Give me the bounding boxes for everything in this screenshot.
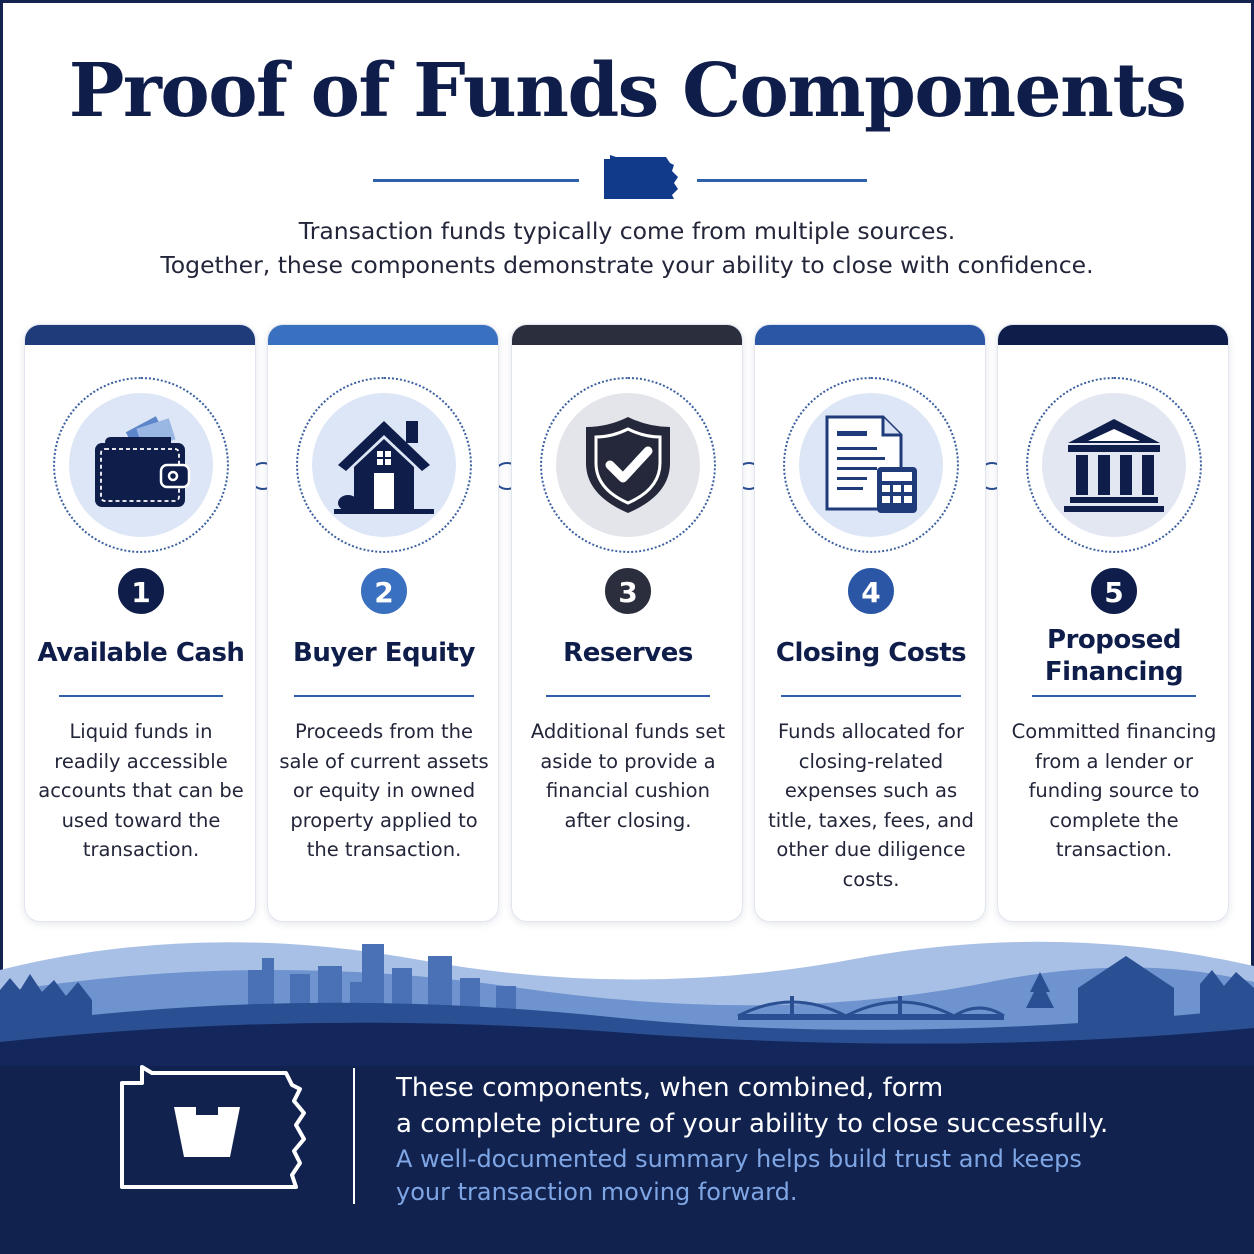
component-title-line: Closing Costs — [775, 638, 967, 668]
title-divider-right — [697, 179, 867, 182]
footer-statement: These components, when combined, form a … — [396, 1070, 1216, 1142]
icon-disc — [312, 393, 456, 537]
component-title-line: Buyer Equity — [293, 638, 475, 668]
house-icon — [334, 421, 434, 514]
card-accent-bar — [998, 325, 1228, 345]
title-underline — [294, 695, 474, 697]
title-underline — [781, 695, 961, 697]
title-underline — [1032, 695, 1196, 697]
footer-divider — [353, 1068, 355, 1204]
step-number-badge: 2 — [359, 566, 409, 616]
component-card-proposed-financing: 5 Proposed Financing Committed financing… — [997, 324, 1229, 922]
component-card-available-cash: 1 Available Cash Liquid funds in readily… — [24, 324, 256, 922]
wallet-icon — [95, 416, 191, 507]
component-description: Funds allocated for closing-related expe… — [768, 720, 974, 891]
icon-disc — [799, 393, 943, 537]
page-title: Proof of Funds Components — [68, 48, 1187, 134]
bank-icon — [1064, 419, 1164, 512]
icon-disc — [556, 393, 700, 537]
title-underline — [59, 695, 223, 697]
icon-disc — [1042, 393, 1186, 537]
icon-disc — [69, 393, 213, 537]
title-underline — [546, 695, 710, 697]
component-description: Liquid funds in readily accessible accou… — [38, 720, 244, 861]
title-divider-left — [373, 179, 579, 182]
icon-ring — [53, 377, 229, 553]
component-title: Available Cash — [31, 637, 251, 669]
landscape-skyline-illustration — [0, 941, 1254, 1254]
intro-line: Together, these components demonstrate y… — [160, 251, 1094, 279]
footer-statement-line: These components, when combined, form — [396, 1073, 944, 1103]
footer-subtext-line: your transaction moving forward. — [396, 1178, 798, 1206]
component-card-reserves: 3 Reserves Additional funds set aside to… — [511, 324, 743, 922]
step-number-badge: 4 — [846, 566, 896, 616]
intro-line: Transaction funds typically come from mu… — [298, 217, 956, 245]
footer-subtext: A well-documented summary helps build tr… — [396, 1143, 1216, 1209]
component-card-closing-costs: 4 Closing Costs Funds allocated for clos… — [754, 324, 986, 922]
component-title: Buyer Equity — [274, 637, 494, 669]
component-title-line: Reserves — [563, 638, 693, 668]
document-calculator-icon — [825, 415, 917, 513]
footer-subtext-line: A well-documented summary helps build tr… — [396, 1145, 1082, 1173]
icon-ring — [1026, 377, 1202, 553]
card-accent-bar — [512, 325, 742, 345]
component-title: Reserves — [518, 637, 738, 669]
card-accent-bar — [755, 325, 985, 345]
component-title: Closing Costs — [761, 637, 981, 669]
component-title-line: Financing — [1044, 657, 1184, 687]
shield-check-icon — [586, 417, 670, 513]
component-title-line: Available Cash — [37, 638, 245, 668]
pennsylvania-keystone-icon — [120, 1065, 306, 1189]
card-accent-bar — [268, 325, 498, 345]
step-number-badge: 1 — [116, 566, 166, 616]
icon-ring — [540, 377, 716, 553]
component-description: Additional funds set aside to provide a … — [530, 720, 726, 832]
pennsylvania-state-icon — [604, 155, 678, 199]
footer-statement-line: a complete picture of your ability to cl… — [396, 1109, 1109, 1139]
card-accent-bar — [25, 325, 255, 345]
component-description: Committed financing from a lender or fun… — [1011, 720, 1217, 861]
step-number-badge: 5 — [1089, 566, 1139, 616]
step-number-badge: 3 — [603, 566, 653, 616]
component-title: Proposed Financing — [1004, 624, 1224, 688]
component-card-buyer-equity: 2 Buyer Equity Proceeds from the sale of… — [267, 324, 499, 922]
icon-ring — [783, 377, 959, 553]
intro-text: Transaction funds typically come from mu… — [0, 214, 1254, 282]
component-title-line: Proposed — [1047, 625, 1181, 655]
component-description: Proceeds from the sale of current assets… — [279, 720, 489, 861]
icon-ring — [296, 377, 472, 553]
